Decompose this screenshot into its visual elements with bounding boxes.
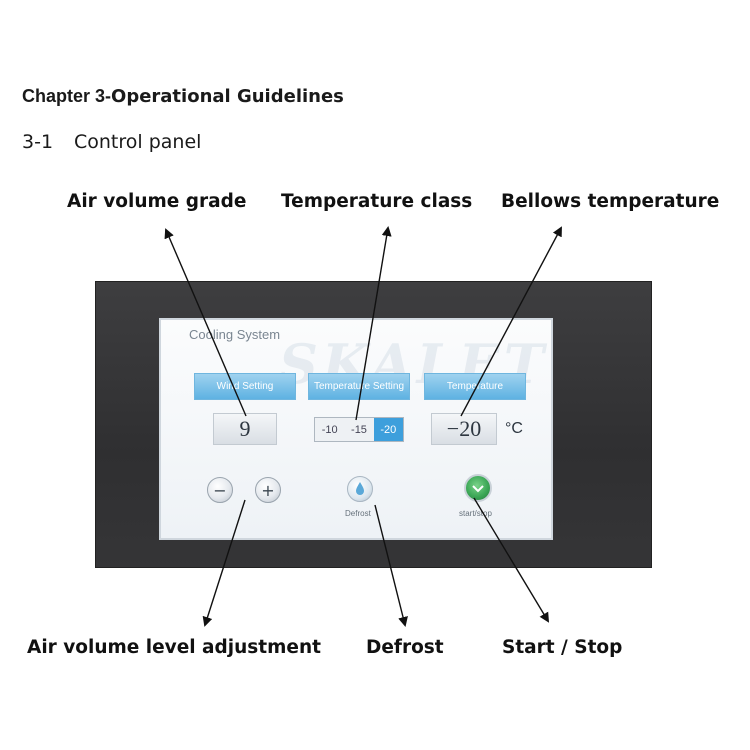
droplet-icon: [356, 482, 364, 495]
wind-setting-tile: Wind Setting: [194, 373, 296, 400]
defrost-button[interactable]: [347, 476, 373, 502]
chapter-title: Operational Guidelines: [111, 86, 344, 107]
callout-temperature-class: Temperature class: [281, 191, 473, 212]
section-title: Control panel: [74, 131, 202, 153]
chapter-heading: Chapter 3-Operational Guidelines: [22, 86, 344, 107]
arrow-air-volume-adjust: [202, 499, 246, 627]
start-stop-label: start/stop: [459, 509, 492, 518]
arrow-temperature-class: [355, 226, 392, 421]
class-option[interactable]: -15: [351, 423, 367, 436]
callout-air-volume-level-adjustment: Air volume level adjustment: [27, 637, 321, 658]
start-stop-button[interactable]: [464, 474, 492, 502]
arrow-defrost: [374, 504, 408, 627]
arrow-bellows-temperature: [460, 226, 562, 417]
temperature-value-display: −20: [431, 413, 497, 445]
class-option[interactable]: -10: [321, 423, 338, 436]
wind-minus-button[interactable]: −: [207, 477, 233, 503]
wind-plus-button[interactable]: +: [255, 477, 281, 503]
arrow-start-stop: [473, 497, 550, 623]
temperature-class-selector[interactable]: -10 -15 -20: [314, 417, 404, 442]
callout-air-volume-grade: Air volume grade: [67, 191, 247, 212]
chapter-prefix: Chapter 3-: [22, 86, 112, 106]
callout-defrost: Defrost: [366, 637, 444, 658]
callout-start-stop: Start / Stop: [502, 637, 623, 658]
temperature-unit: °C: [505, 420, 523, 437]
screen-title: Cooling System: [189, 327, 281, 342]
section-number: 3-1: [22, 131, 54, 153]
class-option-selected[interactable]: -20: [373, 418, 403, 441]
section-heading: 3-1 Control panel: [22, 131, 201, 153]
arrow-air-volume-grade: [164, 228, 247, 417]
temperature-tile: Temperature: [424, 373, 526, 400]
callout-bellows-temperature: Bellows temperature: [501, 191, 720, 212]
defrost-label: Defrost: [345, 509, 371, 518]
power-icon: [472, 485, 484, 493]
